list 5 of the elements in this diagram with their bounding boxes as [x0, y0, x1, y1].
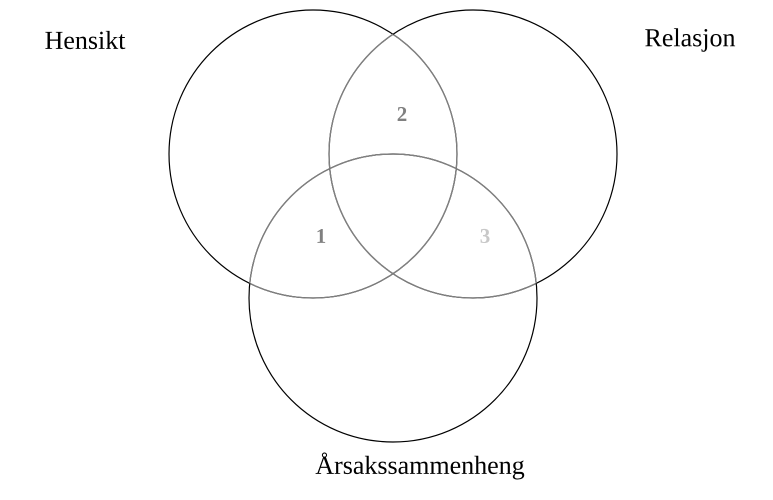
set-label: Årsakssammenheng: [316, 452, 524, 480]
region-number: 2: [398, 107, 406, 121]
set-label: Hensikt: [45, 30, 126, 50]
region-number: 1: [317, 229, 326, 243]
set-label: Relasjon: [645, 28, 736, 52]
